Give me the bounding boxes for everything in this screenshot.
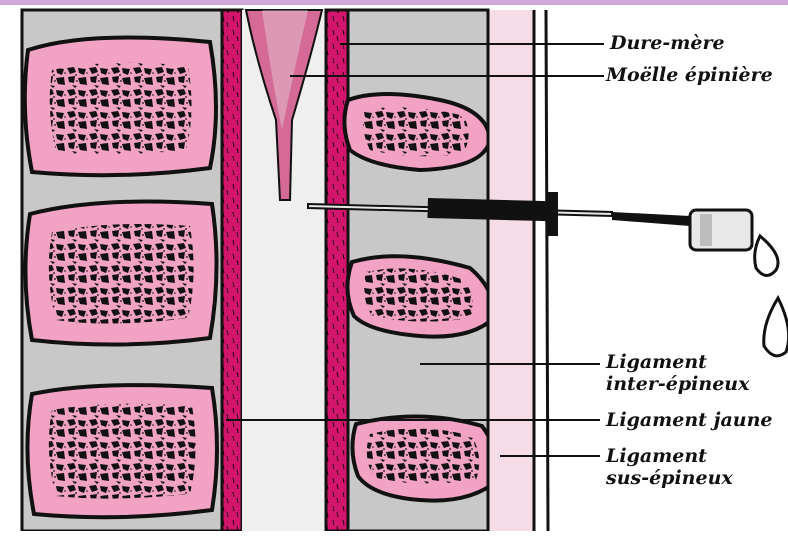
top-border	[0, 0, 788, 5]
vertebral-body-1	[25, 38, 216, 176]
dura-mater-left	[222, 10, 242, 531]
label-lig-sus-line1: Ligament	[606, 446, 707, 467]
vertebral-body-3	[27, 385, 217, 517]
label-dure-mere: Dure-mère	[610, 33, 725, 54]
label-moelle: Moëlle épinière	[606, 65, 773, 86]
label-lig-sus-line2: sus-épineux	[606, 468, 733, 489]
label-lig-inter-line1: Ligament	[606, 352, 707, 373]
label-lig-jaune: Ligament jaune	[606, 410, 772, 431]
supraspinous-ligament	[488, 10, 534, 531]
label-lig-inter-line2: inter-épineux	[606, 374, 749, 395]
vertebral-body-2	[25, 202, 216, 345]
spinous-process-3	[352, 416, 498, 500]
spinous-process-2	[347, 256, 494, 336]
dura-mater-right	[326, 10, 348, 531]
